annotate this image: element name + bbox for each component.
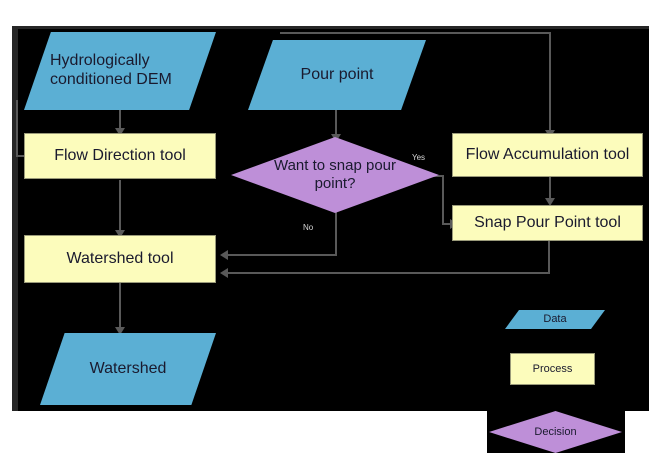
- node-pour-point[interactable]: Pour point: [248, 40, 426, 110]
- arrowhead-watershed-tool-right-upper: [220, 250, 228, 260]
- edge-watershed-tool-to-watershed: [119, 283, 121, 329]
- legend-item-process: Process: [510, 353, 595, 385]
- edge-dem-left-vertical: [16, 100, 18, 156]
- arrowhead-snap-pour-point-top: [545, 198, 555, 206]
- edge-flow-direction-to-watershed-tool: [119, 180, 121, 232]
- edge-no-vertical: [335, 212, 337, 256]
- edge-dem-to-flow-direction: [16, 155, 28, 157]
- node-flow-accumulation-tool[interactable]: Flow Accumulation tool: [452, 133, 643, 177]
- edge-flow-accumulation-to-snap: [549, 177, 551, 199]
- node-watershed[interactable]: Watershed: [40, 333, 216, 405]
- arrowhead-watershed: [115, 327, 125, 335]
- node-watershed-tool[interactable]: Watershed tool: [24, 235, 216, 283]
- node-flow-direction-tool[interactable]: Flow Direction tool: [24, 133, 216, 179]
- edge-snap-to-watershed-vertical: [548, 240, 550, 274]
- arrowhead-flow-direction: [115, 128, 125, 136]
- arrowhead-watershed-tool-top: [115, 230, 125, 238]
- edge-pour-point-to-decision: [335, 110, 337, 138]
- edge-snap-to-watershed-horizontal: [228, 272, 550, 274]
- node-snap-pour-point-tool[interactable]: Snap Pour Point tool: [452, 205, 643, 241]
- edge-yes-vertical: [442, 175, 444, 224]
- edge-top-horizontal: [280, 32, 551, 34]
- edge-no-horizontal: [228, 254, 337, 256]
- legend-item-data: Data: [505, 310, 605, 329]
- edge-label-yes: Yes: [412, 153, 426, 162]
- arrowhead-watershed-tool-right-lower: [220, 268, 228, 278]
- node-hydrologically-conditioned-dem[interactable]: Hydrologically conditioned DEM: [24, 32, 216, 110]
- edge-label-no: No: [303, 223, 314, 232]
- edge-dem-down: [119, 110, 121, 130]
- edge-to-flow-accumulation-vertical: [549, 32, 551, 132]
- edge-yes-into-snap: [442, 223, 452, 225]
